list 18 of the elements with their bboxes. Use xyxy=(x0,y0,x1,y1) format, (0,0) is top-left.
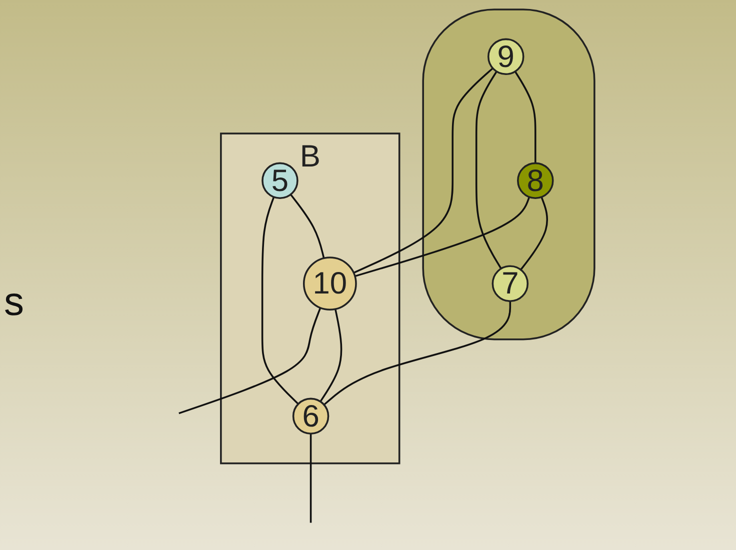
connector xyxy=(310,434,312,523)
region-label: s xyxy=(4,280,24,324)
connector xyxy=(353,68,494,274)
node-circle: 6 xyxy=(292,398,330,435)
node-circle: 5 xyxy=(262,162,298,200)
connector xyxy=(261,196,299,405)
connector xyxy=(354,196,530,278)
connector xyxy=(290,194,325,258)
connector xyxy=(178,308,322,414)
node-circle: 7 xyxy=(492,265,529,302)
node-circle: 9 xyxy=(488,38,524,76)
connector xyxy=(514,71,536,164)
node-circle: 10 xyxy=(302,256,357,311)
node-circle: 8 xyxy=(517,162,554,200)
connector xyxy=(320,308,342,402)
connector xyxy=(520,196,548,270)
connector xyxy=(475,71,502,270)
connector xyxy=(323,301,512,406)
